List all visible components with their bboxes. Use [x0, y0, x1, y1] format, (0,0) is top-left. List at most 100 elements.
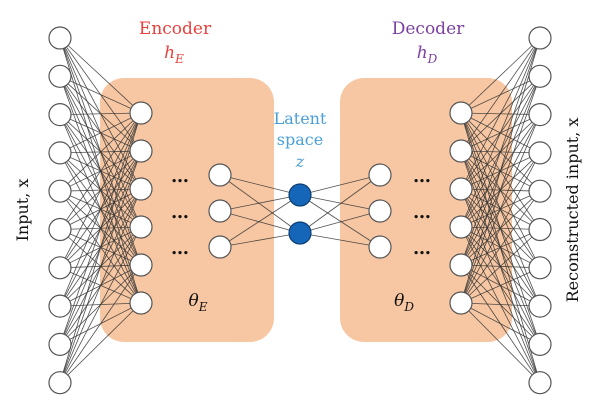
latent-label-line2: space: [277, 130, 323, 149]
connection-edge: [59, 226, 142, 383]
output-node: [528, 256, 552, 280]
latent-label-line1: Latent: [274, 109, 327, 128]
encoder-node: [129, 291, 153, 315]
decoder-inner-node: [368, 199, 392, 223]
output-node: [528, 332, 552, 356]
connection-edge: [219, 194, 301, 212]
connection-edge: [59, 150, 142, 383]
connection-edge: [460, 76, 541, 304]
encoder-inner-node: [208, 199, 232, 223]
input-node: [48, 179, 72, 203]
latent-symbol: z: [295, 152, 305, 171]
connection-edge: [460, 190, 541, 304]
connection-edge: [460, 302, 541, 383]
decoder-node: [449, 177, 473, 201]
encoder-node: [129, 215, 153, 239]
encoder-node: [129, 101, 153, 125]
decoder-ellipsis-2: …: [413, 202, 431, 223]
connection-edge: [59, 264, 142, 383]
connection-edge: [460, 152, 541, 304]
connection-edge: [59, 37, 142, 114]
decoder-inner-node: [368, 163, 392, 187]
connection-edge: [219, 210, 301, 234]
connection-edge: [299, 174, 381, 196]
output-node: [528, 217, 552, 242]
encoder-node: [129, 253, 153, 277]
connection-edge: [59, 112, 142, 115]
connection-edge: [219, 174, 301, 234]
connection-edge: [59, 112, 142, 345]
input-node: [48, 294, 72, 318]
connection-edge: [59, 75, 142, 114]
connection-edge: [59, 112, 142, 154]
connection-edge: [59, 112, 142, 307]
input-label: Input, x: [13, 179, 32, 242]
connection-edge: [59, 112, 142, 230]
decoder-node: [449, 215, 473, 239]
connection-edge: [460, 267, 541, 304]
connection-edge: [460, 37, 541, 114]
decoder-ellipsis-1: …: [413, 166, 431, 187]
output-label: Reconstructed input, x: [563, 118, 582, 303]
connection-edge: [460, 302, 541, 345]
connection-edge: [460, 37, 541, 266]
output-node: [528, 64, 552, 88]
encoder-node: [129, 177, 153, 201]
output-node: [528, 26, 552, 50]
output-node: [528, 102, 552, 127]
connection-edge: [299, 232, 381, 248]
encoder-node: [129, 139, 153, 163]
input-node: [48, 256, 72, 280]
decoder-node: [449, 253, 473, 277]
connection-edge: [59, 188, 142, 383]
connection-edge: [460, 37, 541, 190]
decoder-symbol: hD: [417, 43, 438, 66]
input-node: [48, 217, 72, 242]
connection-edge: [460, 302, 541, 307]
encoder-title: Encoder: [139, 19, 212, 39]
input-node: [48, 332, 72, 356]
connection-edge: [219, 232, 301, 248]
decoder-title: Decoder: [392, 19, 465, 39]
latent-node: [288, 221, 312, 245]
connection-edge: [460, 37, 541, 304]
connection-edge: [219, 174, 301, 196]
input-node: [48, 26, 72, 50]
encoder-param: θE: [188, 291, 207, 314]
output-node: [528, 179, 552, 203]
connection-edge: [460, 37, 541, 228]
input-node: [48, 64, 72, 88]
decoder-node: [449, 101, 473, 125]
decoder-param: θD: [394, 291, 414, 314]
connection-edge: [59, 112, 142, 192]
connection-edge: [460, 114, 541, 304]
input-node: [48, 371, 72, 395]
connection-edge: [460, 229, 541, 304]
decoder-inner-node: [368, 235, 392, 259]
decoder-ellipsis-3: …: [413, 238, 431, 259]
input-node: [48, 141, 72, 165]
decoder-node: [449, 291, 473, 315]
encoder-ellipsis-2: …: [171, 202, 189, 223]
encoder-inner-node: [208, 163, 232, 187]
input-node: [48, 102, 72, 127]
connection-edge: [219, 194, 301, 248]
encoder-ellipsis-1: …: [171, 166, 189, 187]
encoder-ellipsis-3: …: [171, 238, 189, 259]
output-node: [528, 371, 552, 395]
connection-edge: [59, 302, 142, 383]
connection-edge: [299, 174, 381, 234]
encoder-symbol: hE: [164, 43, 184, 66]
connection-edge: [59, 112, 142, 383]
connection-edge: [460, 37, 541, 152]
decoder-node: [449, 139, 473, 163]
output-node: [528, 294, 552, 318]
connection-edge: [299, 194, 381, 212]
connection-edge: [299, 210, 381, 234]
output-node: [528, 141, 552, 165]
latent-node: [288, 183, 312, 207]
connection-edge: [299, 194, 381, 248]
connection-edge: [59, 112, 142, 268]
